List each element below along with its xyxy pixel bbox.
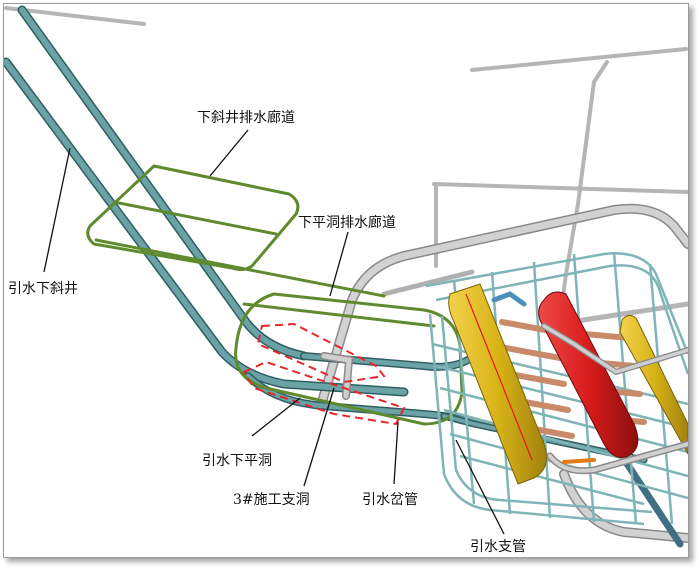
label-intake-lower-flat: 引水下平洞 bbox=[202, 453, 272, 469]
intake-incline-shafts bbox=[4, 5, 684, 548]
main-powerhouse-cavern bbox=[448, 283, 547, 485]
drainage-galleries bbox=[86, 164, 464, 426]
cavern-access-tunnels bbox=[491, 291, 688, 475]
diagram-frame: 下斜井排水廊道 下平洞排水廊道 引水下斜井 引水下平洞 3#施工支洞 引水岔管 … bbox=[3, 3, 689, 558]
leader-construction-adit-3 bbox=[303, 387, 335, 487]
leader-intake-bifurcation bbox=[393, 421, 399, 485]
top-access-tunnels bbox=[4, 6, 688, 336]
leader-intake-branch-pipe bbox=[455, 439, 505, 535]
cavern-cage bbox=[425, 251, 688, 526]
leader-lines bbox=[43, 129, 505, 535]
labels: 下斜井排水廊道 下平洞排水廊道 引水下斜井 引水下平洞 3#施工支洞 引水岔管 … bbox=[8, 109, 526, 555]
leader-lower-incline-drainage bbox=[209, 129, 249, 177]
highlight-dashed-outline bbox=[242, 322, 406, 426]
label-intake-branch-pipe: 引水支管 bbox=[470, 539, 526, 555]
construction-adit-3 bbox=[320, 352, 354, 400]
leader-lower-flat-drainage bbox=[329, 231, 349, 297]
label-intake-bifurcation: 引水岔管 bbox=[362, 492, 418, 508]
leader-intake-lower-flat bbox=[251, 397, 301, 437]
surge-chamber bbox=[619, 314, 688, 456]
tunnel-layout-diagram: 下斜井排水廊道 下平洞排水廊道 引水下斜井 引水下平洞 3#施工支洞 引水岔管 … bbox=[4, 5, 688, 555]
label-lower-incline-drainage: 下斜井排水廊道 bbox=[197, 109, 295, 126]
label-lower-flat-drainage: 下平洞排水廊道 bbox=[298, 214, 396, 231]
transformer-cavern bbox=[538, 291, 639, 458]
label-intake-lower-incline: 引水下斜井 bbox=[8, 281, 78, 297]
label-construction-adit-3: 3#施工支洞 bbox=[233, 492, 310, 508]
leader-intake-lower-incline bbox=[43, 147, 71, 273]
